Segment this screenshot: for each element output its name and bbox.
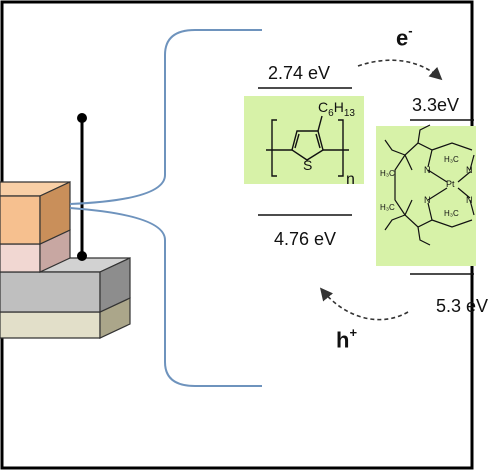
- p3ht-repeat-n: n: [346, 171, 355, 188]
- hole-symbol: h: [336, 327, 350, 353]
- ptoep-lumo-label: 3.3eV: [412, 95, 460, 115]
- p3ht-background: [244, 96, 364, 184]
- gray-layer-side: [99, 257, 131, 313]
- orange-layer-side: [39, 181, 71, 245]
- orange-layer-front: [0, 195, 41, 245]
- diagram-svg: [0, 0, 476, 470]
- electron-label: e-: [396, 23, 413, 51]
- hole-transfer-arrow-icon: [319, 287, 409, 321]
- beige-layer-front: [0, 311, 101, 339]
- hole-charge: +: [349, 325, 358, 340]
- curly-brace-icon: [69, 29, 262, 387]
- ptoep-methyl-4: H₃C: [444, 209, 459, 218]
- electron-charge: -: [408, 23, 413, 38]
- pink-layer-front: [0, 243, 41, 273]
- probe-top-dot: [77, 113, 87, 123]
- p3ht-substituent: C6H13: [318, 99, 355, 119]
- hole-label: h+: [336, 325, 358, 353]
- gray-layer-front: [0, 271, 101, 313]
- ptoep-homo-label: 5.3 eV: [436, 296, 488, 316]
- ptoep-methyl-2: H₃C: [380, 203, 395, 212]
- ptoep-nitrogen-2: N: [424, 195, 431, 205]
- ptoep-nitrogen-1: N: [424, 165, 431, 175]
- ptoep-methyl-1: H₃C: [380, 169, 395, 178]
- ptoep-nitrogen-3: N: [466, 165, 473, 175]
- p3ht-homo-label: 4.76 eV: [274, 229, 337, 249]
- ptoep-methyl-3: H₃C: [444, 155, 459, 164]
- device-stack-icon: [0, 113, 131, 339]
- p3ht-structure: [266, 115, 349, 177]
- ptoep-nitrogen-4: N: [466, 195, 473, 205]
- electron-transfer-arrow-icon: [357, 59, 443, 81]
- ptoep-platinum: Pt: [446, 179, 455, 189]
- ptoep-structure: [384, 124, 475, 246]
- probe-bottom-dot: [77, 251, 87, 261]
- electron-symbol: e: [396, 25, 409, 51]
- p3ht-sulfur: S: [303, 157, 313, 173]
- p3ht-lumo-label: 2.74 eV: [268, 63, 331, 83]
